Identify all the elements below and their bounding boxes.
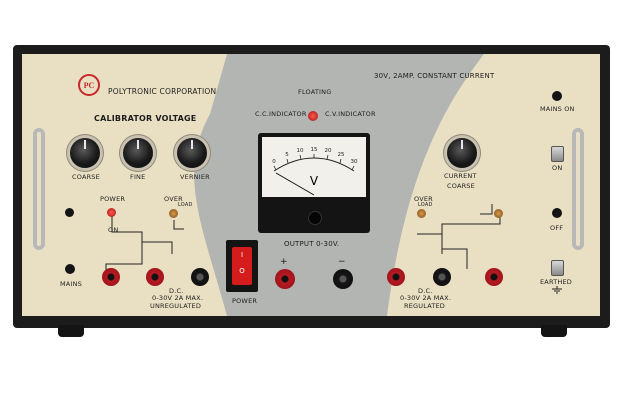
output-jack-positive[interactable] [275, 269, 295, 289]
case-foot-right [541, 325, 567, 337]
regulated-line1: D.C. [418, 287, 433, 295]
meter-tick-10: 10 [297, 148, 304, 154]
output-plus-label: + [280, 257, 288, 267]
coarse-knob[interactable] [70, 138, 100, 168]
left-panel-indicator [65, 208, 74, 217]
mains-on-label: MAINS ON [540, 105, 575, 113]
regulated-jack-red-2[interactable] [485, 268, 503, 286]
unregulated-line3: UNREGULATED [150, 302, 202, 310]
overload-led-right [417, 209, 426, 218]
on-label: ON [108, 226, 119, 234]
fine-knob[interactable] [123, 138, 153, 168]
earth-symbol-icon [552, 286, 562, 294]
earthed-label: EARTHED [540, 278, 572, 286]
regulated-jack-black[interactable] [433, 268, 451, 286]
off-label: OFF [550, 224, 564, 232]
regulated-line3: REGULATED [404, 302, 446, 310]
meter-tick-0: 0 [272, 159, 276, 165]
right-handle [572, 128, 584, 250]
output-jack-negative[interactable] [333, 269, 353, 289]
overload-led-left [169, 209, 178, 218]
calibrator-title: CALIBRATOR VOLTAGE [94, 114, 197, 123]
floating-label: FLOATING [298, 88, 332, 96]
power-switch-label: POWER [232, 297, 258, 305]
meter-tick-15: 15 [311, 147, 318, 153]
over-label-right: OVER [414, 195, 433, 203]
unregulated-line1: D.C. [169, 287, 184, 295]
cv-indicator-label: C.V.INDICATOR [325, 110, 376, 118]
floating-led [308, 111, 318, 121]
mains-on-lamp [552, 91, 562, 101]
power-switch-on-mark: I [240, 251, 244, 259]
meter-needle [275, 172, 315, 196]
fine-label: FINE [130, 173, 146, 181]
brand-name: POLYTRONIC CORPORATION [108, 87, 217, 96]
power-switch[interactable]: I O [232, 247, 252, 285]
meter-tick-25: 25 [338, 152, 345, 158]
unregulated-line2: 0-30V 2A MAX. [152, 294, 204, 302]
front-panel: PC POLYTRONIC CORPORATION 30V, 2AMP. CON… [22, 54, 600, 316]
current-coarse-knob[interactable] [447, 138, 477, 168]
off-button[interactable] [552, 208, 562, 218]
meter-unit: V [310, 174, 319, 188]
earth-terminal[interactable] [551, 260, 564, 276]
meter-tick-5: 5 [285, 152, 289, 158]
regulated-jack-red-1[interactable] [387, 268, 405, 286]
cc-indicator-label: C.C.INDICATOR [255, 110, 307, 118]
output-minus-label: − [338, 257, 346, 267]
case-foot-left [58, 325, 84, 337]
coarse-label: COARSE [72, 173, 100, 181]
brand-logo: PC [78, 74, 100, 96]
regulated-line2: 0-30V 2A MAX. [400, 294, 452, 302]
load-label-left: LOAD [178, 202, 193, 208]
current-label: CURRENT [444, 172, 477, 180]
vernier-knob[interactable] [177, 138, 207, 168]
meter-tick-20: 20 [325, 148, 332, 154]
unregulated-jack-red-1[interactable] [102, 268, 120, 286]
on-toggle[interactable] [551, 146, 564, 162]
voltmeter: 0 5 10 15 20 25 30 V [258, 133, 370, 233]
unregulated-jack-red-2[interactable] [146, 268, 164, 286]
mains-socket[interactable] [65, 264, 75, 274]
on-label-right: ON [552, 164, 563, 172]
meter-zero-adjust[interactable] [308, 211, 322, 225]
meter-tick-30: 30 [351, 159, 358, 165]
unregulated-jack-black[interactable] [191, 268, 209, 286]
voltmeter-face: 0 5 10 15 20 25 30 V [262, 137, 366, 197]
power-indicator-label: POWER [100, 195, 126, 203]
vernier-label: VERNIER [180, 173, 210, 181]
output-label: OUTPUT 0-30V. [284, 240, 340, 248]
load-label-right: LOAD [418, 202, 433, 208]
mains-label: MAINS [60, 280, 82, 288]
power-led [107, 208, 116, 217]
left-handle [33, 128, 45, 250]
regulated-indicator-led [494, 209, 503, 218]
over-label-left: OVER [164, 195, 183, 203]
power-switch-housing: I O [226, 240, 258, 292]
model-label: 30V, 2AMP. CONSTANT CURRENT [374, 72, 495, 80]
current-coarse-label: COARSE [447, 182, 475, 190]
power-switch-off-mark: O [239, 267, 245, 275]
